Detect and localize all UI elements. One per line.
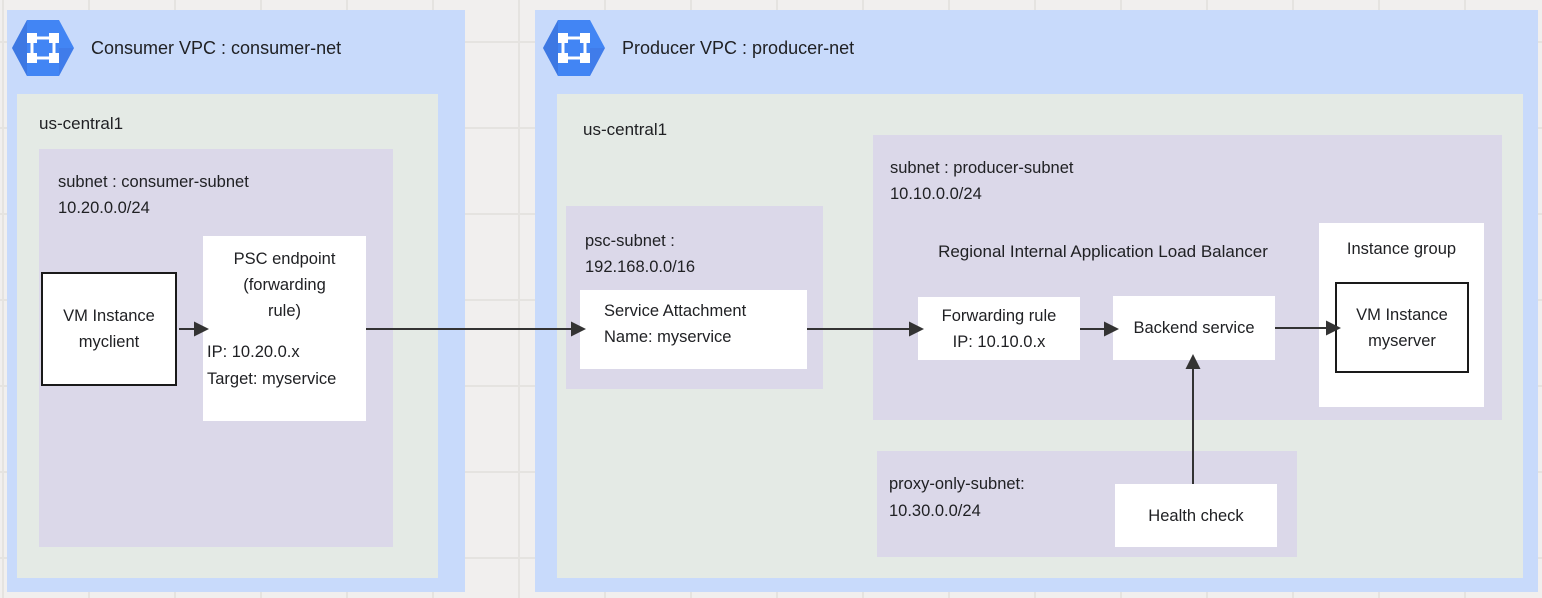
vm-myclient-line2: myclient	[78, 333, 140, 351]
service-attachment-line1: Service Attachment	[604, 302, 747, 320]
vm-myserver-line2: myserver	[1368, 331, 1436, 350]
producer-vpc-container: Producer VPC : producer-net us-central1 …	[535, 10, 1538, 592]
forwarding-rule-box: Forwarding rule IP: 10.10.0.x	[918, 297, 1080, 360]
health-check-box: Health check	[1115, 484, 1277, 547]
producer-vpc-title: Producer VPC : producer-net	[622, 37, 855, 58]
psc-subnet-label: psc-subnet : 192.168.0.0/16	[585, 228, 695, 280]
psc-subnet-name: psc-subnet :	[585, 232, 675, 250]
producer-subnet-label: subnet : producer-subnet 10.10.0.0/24	[890, 155, 1073, 207]
consumer-vpc-container: Consumer VPC : consumer-net us-central1 …	[7, 10, 465, 592]
consumer-subnet-name: subnet : consumer-subnet	[58, 173, 249, 191]
instance-group-box: Instance group VM Instance myserver	[1319, 223, 1484, 407]
psc-endpoint-ip: IP: 10.20.0.x	[207, 343, 300, 361]
backend-service-box: Backend service	[1113, 296, 1275, 360]
psc-endpoint-title: PSC endpoint (forwarding rule)	[203, 236, 366, 324]
consumer-region-box: us-central1 subnet : consumer-subnet 10.…	[17, 94, 438, 578]
backend-service-label: Backend service	[1133, 319, 1255, 337]
producer-region-box: us-central1 psc-subnet : 192.168.0.0/16 …	[557, 94, 1523, 578]
proxy-only-subnet-box: proxy-only-subnet: 10.30.0.0/24 Health c…	[877, 451, 1297, 557]
vpc-network-icon	[543, 20, 605, 76]
vm-instance-myserver-box: VM Instance myserver	[1335, 282, 1469, 373]
proxy-only-subnet-cidr: 10.30.0.0/24	[889, 502, 981, 520]
psc-endpoint-line1: PSC endpoint	[233, 250, 336, 268]
consumer-subnet-box: subnet : consumer-subnet 10.20.0.0/24 VM…	[39, 149, 393, 547]
vpc-network-icon	[12, 20, 74, 76]
producer-vpc-header: Producer VPC : producer-net	[542, 19, 854, 77]
vm-myserver-line1: VM Instance	[1356, 305, 1448, 324]
health-check-label: Health check	[1148, 506, 1244, 525]
proxy-only-subnet-label: proxy-only-subnet: 10.30.0.0/24	[889, 471, 1025, 525]
consumer-region-label: us-central1	[39, 114, 124, 133]
consumer-subnet-cidr: 10.20.0.0/24	[58, 199, 150, 217]
psc-subnet-cidr: 192.168.0.0/16	[585, 258, 696, 276]
psc-endpoint-line2: (forwarding	[243, 276, 326, 294]
forwarding-rule-line2: IP: 10.10.0.x	[952, 332, 1046, 351]
consumer-vpc-title: Consumer VPC : consumer-net	[91, 37, 342, 58]
instance-group-label: Instance group	[1346, 240, 1457, 258]
vm-instance-myclient-box: VM Instance myclient	[41, 272, 177, 386]
psc-endpoint-details: IP: 10.20.0.x Target: myservice	[203, 324, 366, 393]
service-attachment-text: Service Attachment Name: myservice	[604, 298, 746, 350]
psc-endpoint-box: PSC endpoint (forwarding rule) IP: 10.20…	[203, 236, 366, 421]
psc-endpoint-target: Target: myservice	[207, 370, 337, 388]
forwarding-rule-line1: Forwarding rule	[941, 306, 1057, 325]
proxy-only-subnet-name: proxy-only-subnet:	[889, 475, 1025, 493]
psc-subnet-box: psc-subnet : 192.168.0.0/16 Service Atta…	[566, 206, 823, 389]
load-balancer-label: Regional Internal Application Load Balan…	[938, 242, 1268, 261]
vm-myclient-line1: VM Instance	[63, 307, 155, 325]
producer-subnet-box: subnet : producer-subnet 10.10.0.0/24 Re…	[873, 135, 1502, 420]
service-attachment-line2: Name: myservice	[604, 328, 732, 346]
consumer-subnet-label: subnet : consumer-subnet 10.20.0.0/24	[58, 169, 249, 221]
service-attachment-box: Service Attachment Name: myservice	[580, 290, 807, 369]
psc-endpoint-line3: rule)	[267, 302, 301, 320]
producer-subnet-name: subnet : producer-subnet	[890, 159, 1074, 177]
producer-region-label: us-central1	[583, 120, 668, 139]
consumer-vpc-header: Consumer VPC : consumer-net	[11, 19, 341, 77]
producer-subnet-cidr: 10.10.0.0/24	[890, 185, 982, 203]
